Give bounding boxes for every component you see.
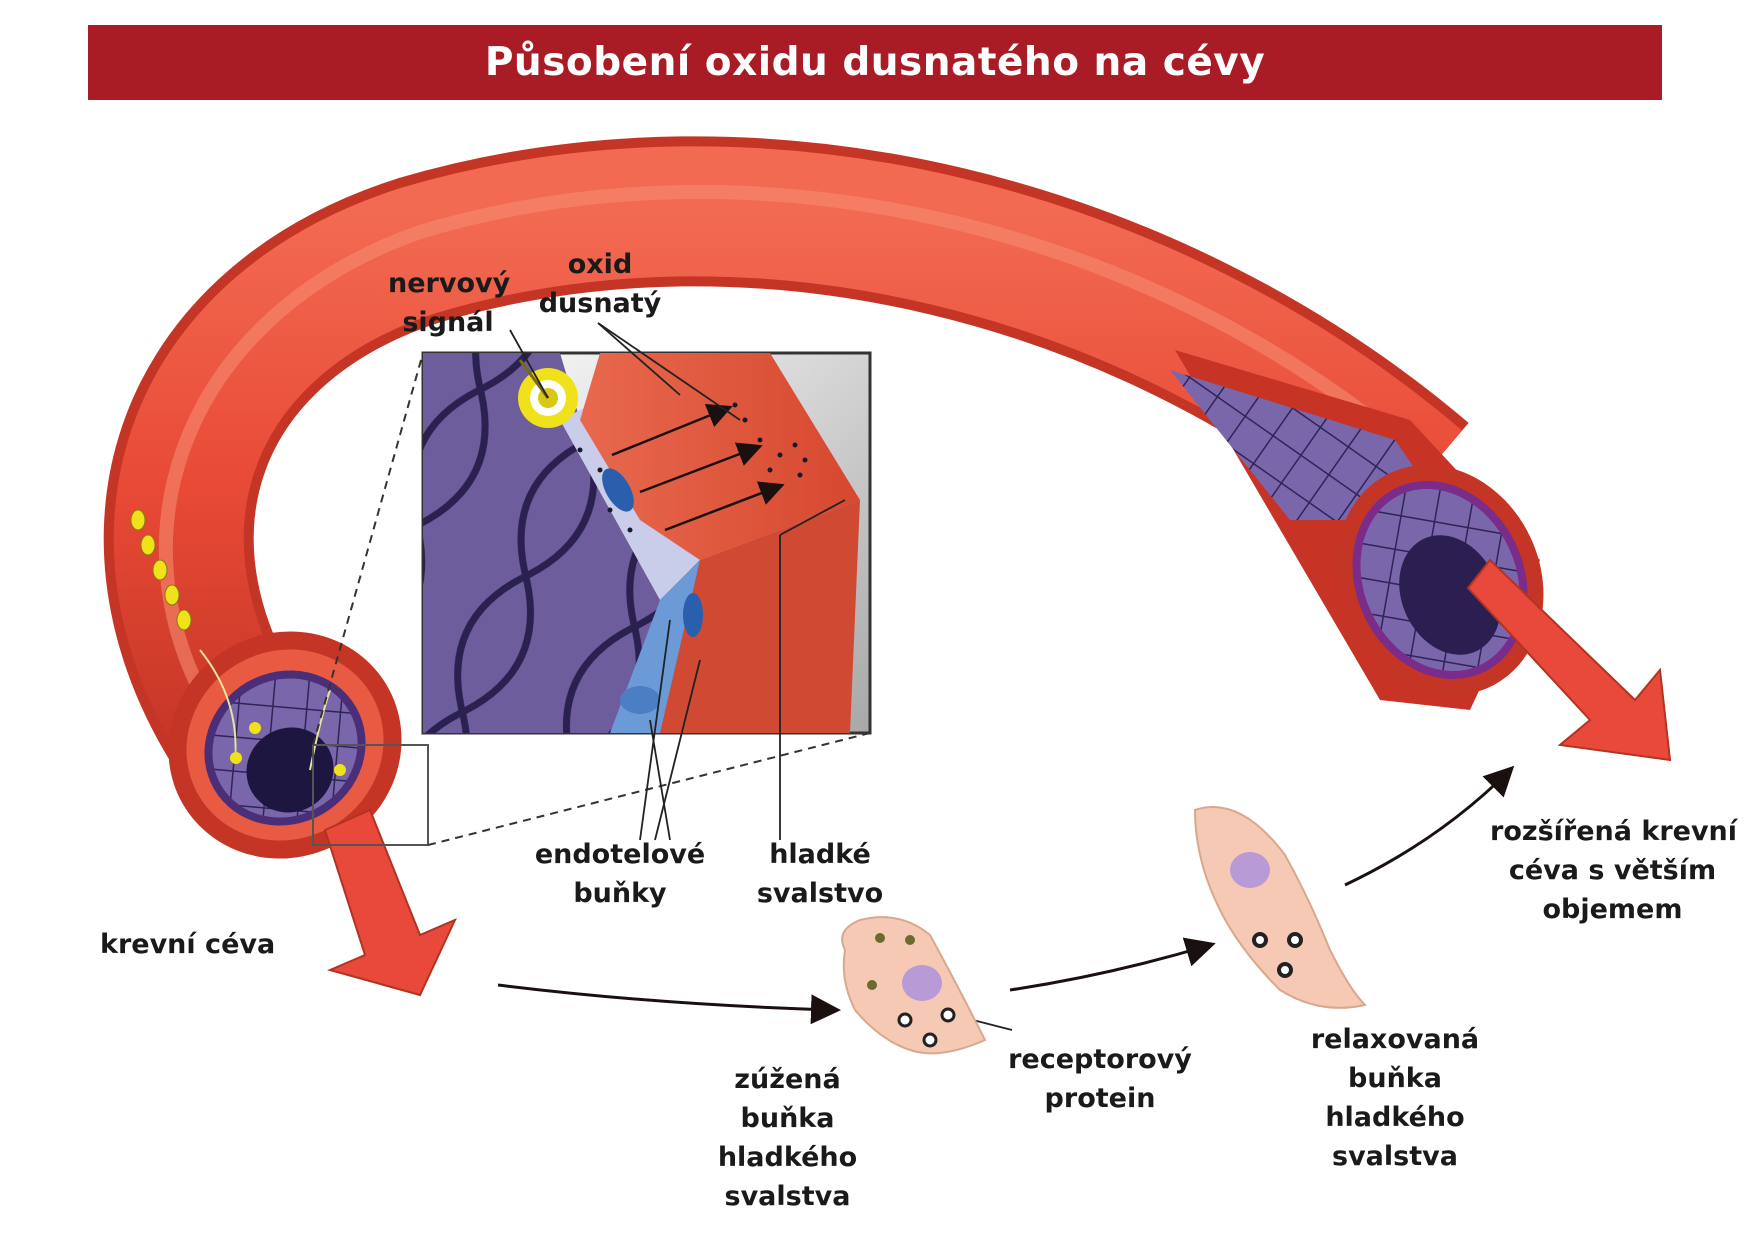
page-title: Působení oxidu dusnatého na cévy — [484, 40, 1266, 85]
label-blood-vessel: krevní céva — [100, 929, 276, 960]
process-arrow-1 — [497, 983, 841, 1025]
label-relaxed-cell: relaxovaná buňka hladkého svalstva — [1310, 1024, 1480, 1172]
constricted-vessel-end — [168, 631, 402, 859]
label-receptor-protein: receptorový protein — [1008, 1044, 1192, 1114]
title-banner: Působení oxidu dusnatého na cévy — [88, 25, 1662, 100]
label-constricted-cell: zúžená buňka hladkého svalstva — [717, 1064, 858, 1212]
nerve-fiber — [130, 509, 192, 631]
receptor-protein — [897, 1007, 956, 1048]
constricted-cell — [841, 916, 987, 1055]
relaxed-cell — [1193, 806, 1367, 1009]
zoom-source-box — [312, 744, 429, 846]
flow-arrow-right — [1466, 558, 1672, 762]
process-arrow-3 — [1344, 765, 1515, 887]
label-endothelial-cells: endotelové buňky — [534, 839, 706, 909]
label-dilated-vessel: rozšířená krevní céva s větším objemem — [1490, 816, 1738, 925]
label-smooth-muscle: hladké svalstvo — [756, 839, 884, 909]
dilated-vessel-end — [1170, 350, 1544, 710]
zoom-inset — [421, 351, 872, 735]
label-nerve-signal: nervový signál — [388, 268, 511, 338]
process-arrow-2 — [1009, 937, 1216, 992]
label-nitric-oxide: oxid dusnatý — [538, 249, 662, 319]
flow-arrow-left — [323, 808, 458, 997]
